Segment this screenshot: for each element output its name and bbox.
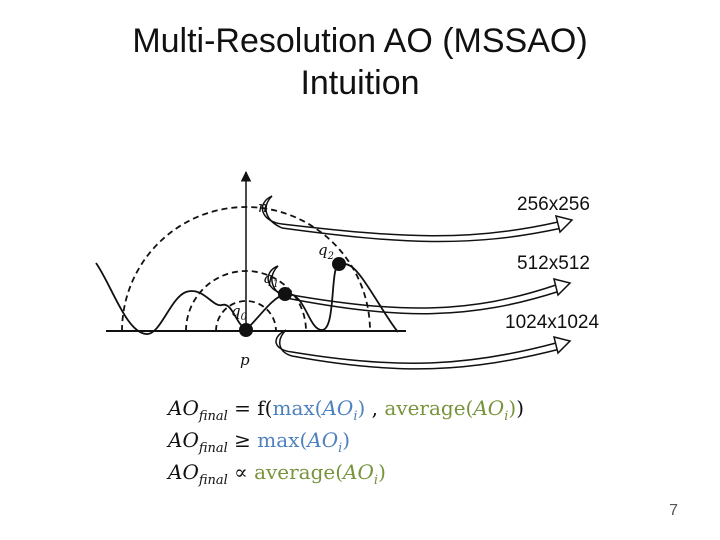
hemisphere-small xyxy=(215,300,277,332)
point-p xyxy=(239,323,253,337)
hemisphere-medium xyxy=(185,270,307,332)
slide-title: Multi-Resolution AO (MSSAO) Intuition xyxy=(0,20,720,104)
title-line-1: Multi-Resolution AO (MSSAO) xyxy=(132,22,588,60)
surface-curve xyxy=(95,262,399,335)
resolution-label-256: 256x256 xyxy=(517,194,590,215)
equation-line-2: AOfinal ≥ max(AOi) xyxy=(168,428,351,456)
resolution-label-1024: 1024x1024 xyxy=(505,312,600,333)
arrow-1024 xyxy=(275,329,572,370)
label-q0: q0 xyxy=(231,302,248,323)
point-q2 xyxy=(332,257,346,271)
equation-line-3: AOfinal ∝ average(AOi) xyxy=(168,460,386,488)
arrow-256 xyxy=(261,195,574,243)
page-number: 7 xyxy=(669,502,678,519)
equation-line-1: AOfinal = f(max(AOi) , average(AOi)) xyxy=(168,396,524,424)
label-q2: q2 xyxy=(318,241,334,262)
resolution-label-512: 512x512 xyxy=(517,253,590,274)
arrow-512 xyxy=(267,265,572,315)
title-line-2: Intuition xyxy=(300,64,420,102)
hemisphere-large xyxy=(121,206,371,332)
label-p: p xyxy=(240,351,250,369)
